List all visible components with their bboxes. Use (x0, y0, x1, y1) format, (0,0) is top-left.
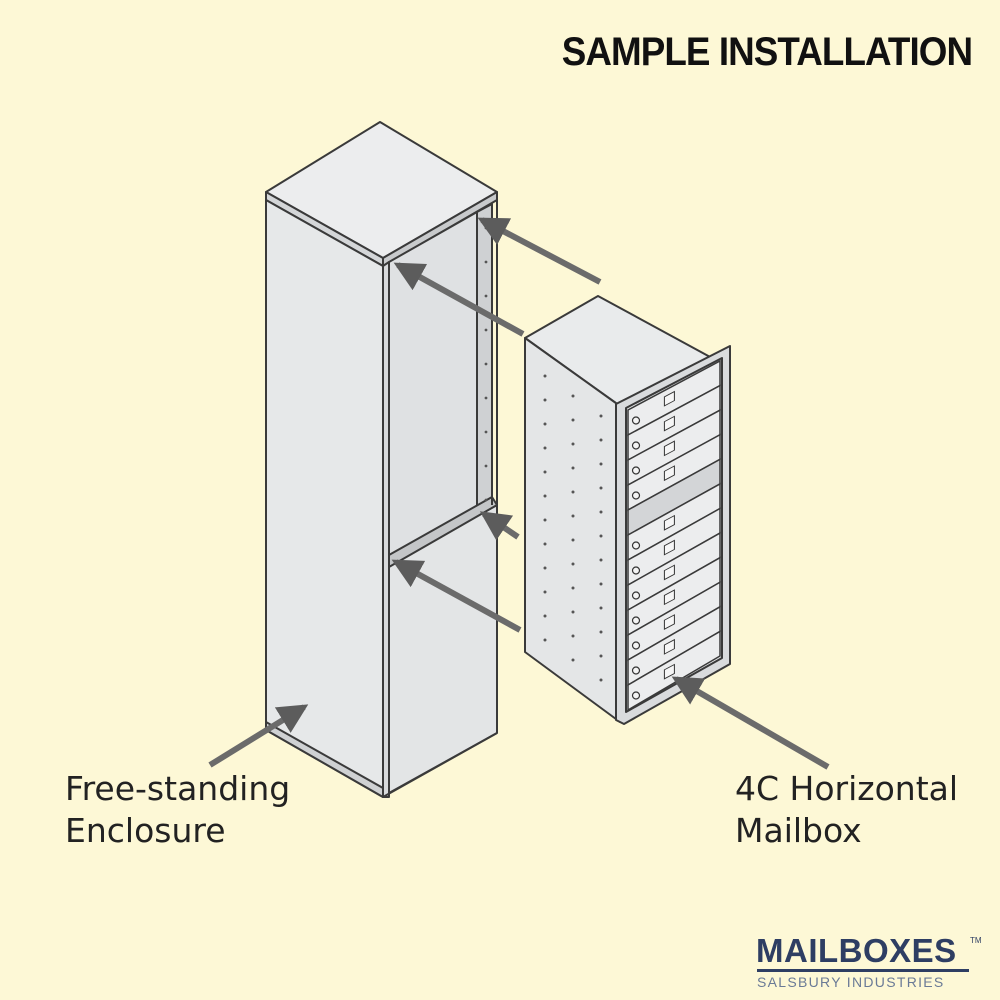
enclosure-left-side (265, 199, 384, 798)
door-label-slot (663, 663, 675, 680)
side-rivet (571, 514, 575, 518)
side-rivet (599, 438, 603, 442)
side-rivet (571, 658, 575, 662)
door-lock-icon (631, 491, 641, 500)
door-label-slot (663, 589, 675, 606)
arrow-mid-rear (479, 511, 520, 541)
side-rivet (543, 614, 547, 618)
enclosure-front-post (382, 261, 390, 798)
side-rivet (599, 486, 603, 490)
door-label-slot (663, 539, 675, 556)
side-rivet (571, 586, 575, 590)
door-label-slot (663, 614, 675, 630)
side-rivet (571, 418, 575, 422)
door-lock-icon (631, 541, 641, 550)
page-title: SAMPLE INSTALLATION (561, 30, 973, 74)
door-label-slot (663, 564, 675, 581)
mailbox-doors (627, 359, 721, 712)
door-label-slot (663, 638, 675, 655)
door-lock-icon (631, 666, 641, 675)
side-rivet (543, 470, 547, 474)
side-rivet (571, 466, 575, 470)
side-rivet (543, 542, 547, 546)
side-rivet (599, 414, 603, 418)
door-label-slot (663, 514, 675, 531)
side-rivet (543, 566, 547, 570)
mailboxes-logo: MAILBOXES TM SALSBURY INDUSTRIES (740, 932, 986, 994)
arrow-enclosure-label (208, 704, 309, 768)
side-rivet (571, 538, 575, 542)
arrow-mailbox-label (671, 676, 830, 770)
side-rivet (571, 442, 575, 446)
side-rivet (599, 630, 603, 634)
label-4c-horizontal-mailbox: 4C Horizontal Mailbox (735, 768, 958, 852)
door-lock-icon (631, 616, 641, 625)
free-standing-enclosure (265, 121, 498, 798)
door-label-slot (663, 465, 675, 482)
side-rivet (599, 582, 603, 586)
door-label-slot (663, 440, 675, 457)
logo-tagline: SALSBURY INDUSTRIES (757, 974, 945, 990)
door-lock-icon (631, 466, 641, 475)
side-rivet (543, 638, 547, 642)
door-lock-icon (631, 591, 641, 600)
logo-rule (757, 969, 969, 972)
side-rivet (543, 494, 547, 498)
mailbox-side-rivets (543, 374, 603, 682)
side-rivet (543, 518, 547, 522)
door-lock-icon (631, 566, 641, 575)
door-lock-icon (631, 441, 641, 450)
label-line: Free-standing (65, 769, 291, 808)
door-lock-icon (631, 641, 641, 650)
side-rivet (543, 590, 547, 594)
side-rivet (571, 490, 575, 494)
side-rivet (571, 394, 575, 398)
enclosure-inner-right-strip (476, 203, 493, 519)
door-lock-icon (631, 691, 641, 700)
logo-name: MAILBOXES (756, 932, 957, 969)
side-rivet (599, 558, 603, 562)
side-rivet (599, 678, 603, 682)
logo-trademark: TM (970, 936, 982, 945)
enclosure-mount-holes (484, 226, 488, 502)
side-rivet (599, 510, 603, 514)
side-rivet (543, 446, 547, 450)
arrow-top-rear (477, 217, 602, 285)
door-label-slot (663, 390, 675, 407)
side-rivet (599, 654, 603, 658)
side-rivet (571, 562, 575, 566)
side-rivet (599, 462, 603, 466)
side-rivet (571, 634, 575, 638)
label-free-standing-enclosure: Free-standing Enclosure (65, 768, 290, 852)
side-rivet (543, 374, 547, 378)
arrows (208, 217, 830, 770)
side-rivet (543, 422, 547, 426)
label-line: Enclosure (65, 811, 226, 850)
door-lock-icon (631, 416, 641, 425)
side-rivet (599, 606, 603, 610)
side-rivet (599, 534, 603, 538)
arrow-mid-front (391, 559, 522, 633)
door-label-slot (663, 415, 675, 432)
arrow-top-front (393, 262, 525, 337)
side-rivet (571, 610, 575, 614)
label-line: Mailbox (735, 811, 862, 850)
side-rivet (543, 398, 547, 402)
label-line: 4C Horizontal (735, 769, 959, 808)
